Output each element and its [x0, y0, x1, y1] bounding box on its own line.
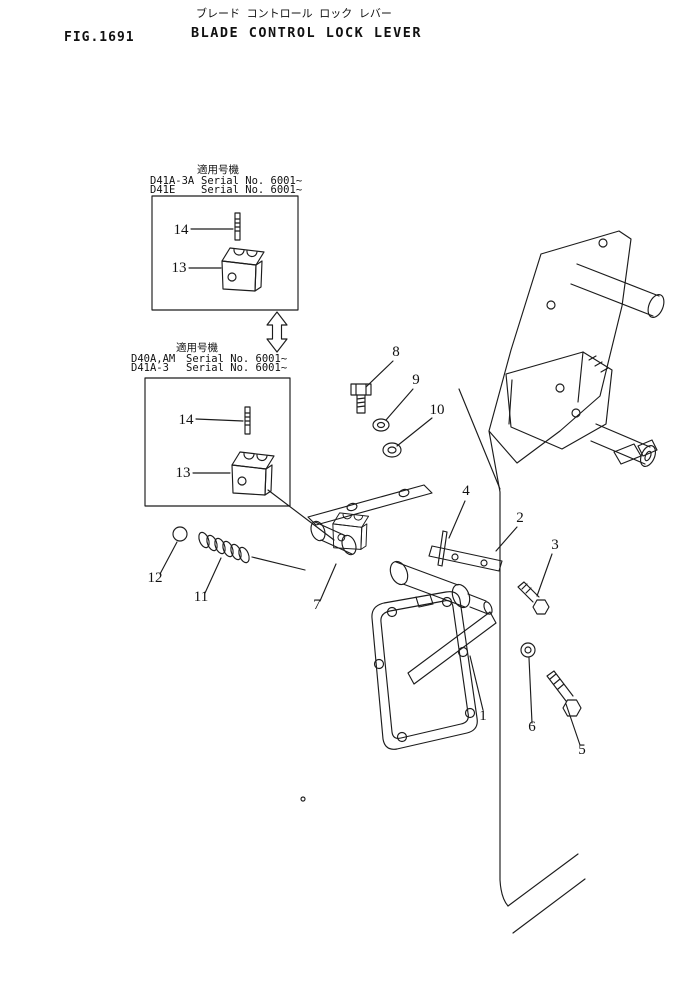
lock-block-13-variant-1: [221, 247, 265, 292]
box1-serial-2: Serial No. 6001~: [201, 184, 302, 196]
cover-plate: [371, 591, 478, 750]
washer-6: [520, 642, 536, 658]
callout-10: 10: [430, 402, 445, 418]
box1-model-2: D41E: [150, 184, 175, 196]
callout-12: 12: [148, 570, 163, 586]
box2-serial-1: Serial No. 6001~: [186, 353, 287, 365]
bolt-8: [350, 383, 372, 414]
callout-7: 7: [313, 597, 321, 613]
handle-rod: [570, 263, 660, 317]
variant-box-2: [144, 377, 335, 541]
callout-2: 2: [516, 510, 524, 526]
pivot-boss: [590, 423, 651, 465]
callout-6: 6: [528, 719, 536, 735]
washer-10: [382, 442, 402, 458]
callout-5: 5: [578, 742, 586, 758]
title-japanese: ブレード コントロール ロック レバー: [196, 6, 392, 20]
bracket-7-bar: [307, 484, 433, 526]
figure-number: FIG.1691: [64, 30, 135, 45]
leader-lines: [159, 360, 581, 746]
leader-14b: [195, 418, 244, 422]
shaft-1: [407, 611, 497, 685]
callout-9: 9: [412, 372, 420, 388]
box1-model-1: D41A-3A: [150, 175, 195, 187]
plate-2: [428, 545, 503, 572]
pin-4: [437, 530, 448, 567]
callout-4: 4: [462, 483, 470, 499]
box2-serial-2: Serial No. 6001~: [186, 362, 287, 374]
bolt-5: [546, 670, 582, 717]
title-english: BLADE CONTROL LOCK LEVER: [191, 25, 422, 41]
pin-14-variant-1: [234, 212, 241, 241]
folded-bracket: [505, 351, 613, 450]
pin-14-variant-2: [244, 406, 251, 435]
bolt-3: [517, 581, 550, 615]
box2-header: 適用号機: [176, 341, 218, 354]
lock-block-13-variant-2: [231, 451, 275, 496]
callout-8: 8: [392, 344, 400, 360]
spring-11: [198, 531, 250, 564]
box1-serial-1: Serial No. 6001~: [201, 175, 302, 187]
callout-1: 1: [479, 708, 487, 724]
interchange-arrow-icon: [266, 311, 288, 353]
callout-11: 11: [194, 589, 208, 605]
variant-box-1: [151, 195, 299, 311]
box2-model-2: D41A-3: [131, 362, 169, 374]
callout-14-box2: 14: [179, 412, 195, 428]
box1-header: 適用号機: [197, 163, 239, 176]
ball-12: [172, 526, 188, 542]
callout-14-box1: 14: [174, 222, 190, 238]
hardware: [350, 383, 582, 717]
leader-box2-to-assembly: [267, 489, 335, 541]
callout-13-box2: 13: [176, 465, 191, 481]
callout-3: 3: [551, 537, 559, 553]
mounting-bracket: [488, 230, 665, 467]
lever-assembly: [172, 484, 503, 685]
panel-edges: [300, 388, 586, 934]
callout-13-box1: 13: [172, 260, 187, 276]
washer-9: [372, 418, 390, 432]
box2-model-1: D40A,AM: [131, 353, 175, 365]
